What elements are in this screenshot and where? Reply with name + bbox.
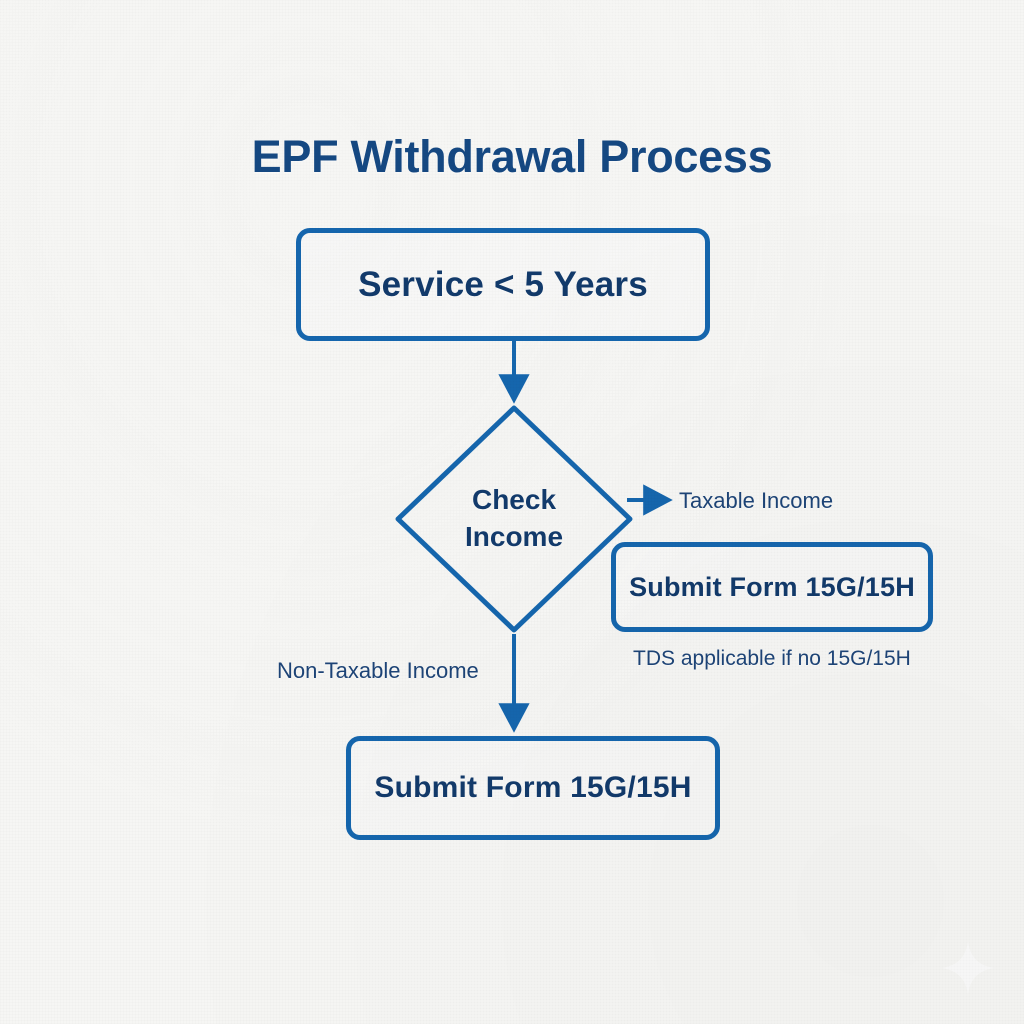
node-check-income-label: Check Income — [465, 482, 563, 556]
sparkle-icon — [942, 942, 994, 994]
node-submit-form-taxable[interactable]: Submit Form 15G/15H — [611, 542, 933, 632]
node-check-income-label-line2: Income — [464, 521, 564, 552]
node-check-income-label-line1: Check — [471, 484, 557, 516]
page-title: EPF Withdrawal Process — [251, 131, 773, 182]
node-submit-form-taxable-label: Submit Form 15G/15H — [629, 571, 915, 602]
node-service-label: Service < 5 Years — [358, 264, 648, 304]
node-submit-form-non-taxable[interactable]: Submit Form 15G/15H — [346, 736, 720, 840]
edge-label-taxable-income: Taxable Income — [679, 488, 834, 513]
node-service-less-than-5-years[interactable]: Service < 5 Years — [296, 228, 710, 341]
edge-label-non-taxable-income: Non-Taxable Income — [277, 658, 479, 683]
node-submit-form-non-taxable-label: Submit Form 15G/15H — [374, 771, 692, 804]
caption-tds-note: TDS applicable if no 15G/15H — [633, 647, 911, 670]
node-check-income[interactable]: Check Income — [396, 406, 632, 632]
